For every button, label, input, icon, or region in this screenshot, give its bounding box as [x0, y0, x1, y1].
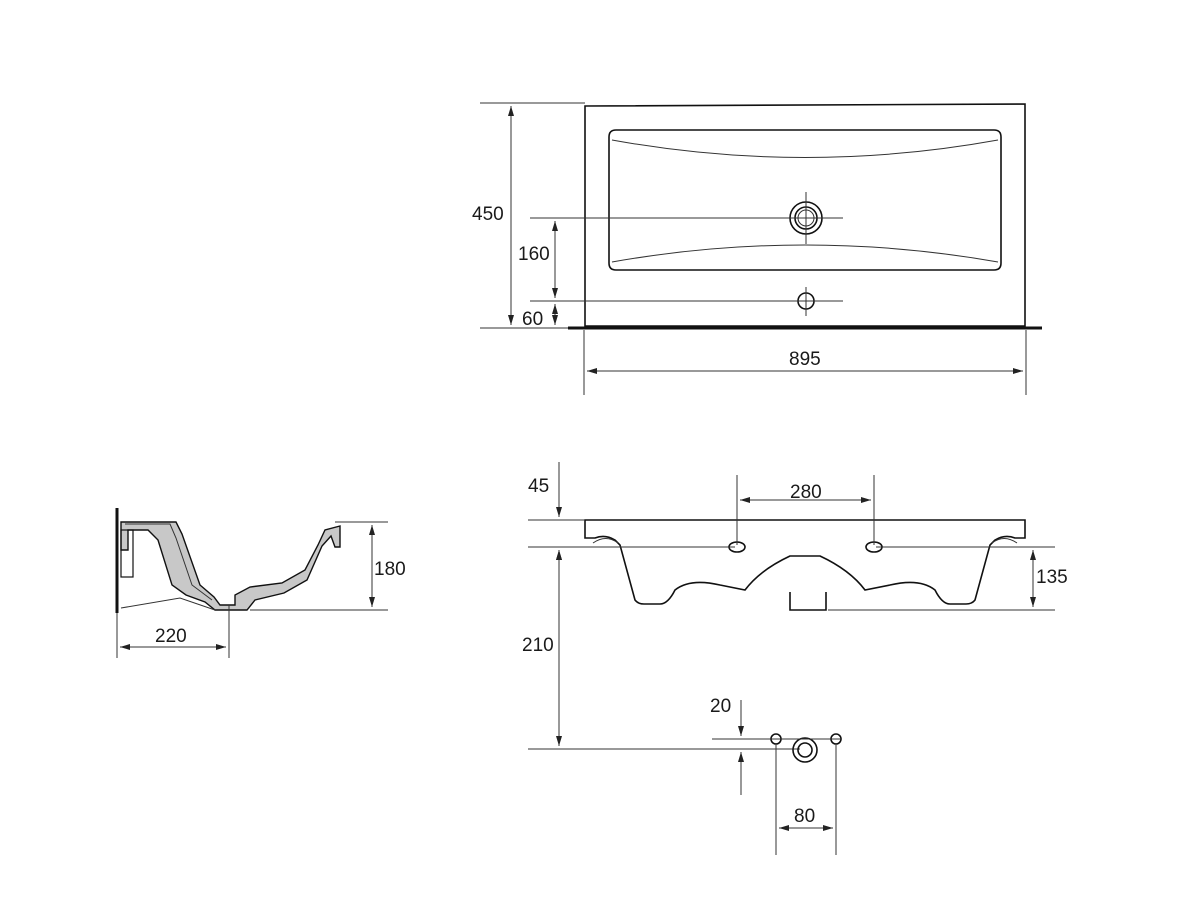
dim-label-80: 80 — [794, 806, 815, 827]
front-view: 45 280 135 210 — [522, 462, 1068, 750]
side-section: 180 220 — [115, 508, 406, 658]
dim-label-20: 20 — [710, 696, 731, 717]
top-view: 450 160 60 895 — [472, 102, 1042, 395]
dim-label-180: 180 — [374, 559, 406, 580]
bowl-back-curve — [611, 139, 999, 158]
section-underside — [120, 597, 216, 611]
dim-label-210: 210 — [522, 635, 554, 656]
front-outline — [584, 519, 1026, 605]
bowl-outline — [608, 129, 1002, 271]
dim-label-450: 450 — [472, 204, 504, 225]
dim-label-280: 280 — [790, 482, 822, 503]
drain-outlet — [792, 737, 818, 763]
dim-label-45: 45 — [528, 476, 549, 497]
front-inner-lip-right — [991, 538, 1018, 544]
section-inner — [125, 523, 213, 601]
dim-label-895: 895 — [789, 349, 821, 370]
dim-label-135: 135 — [1036, 567, 1068, 588]
dim-label-220: 220 — [155, 626, 187, 647]
dim-label-160: 160 — [518, 244, 550, 265]
basin-outline-top — [584, 103, 1026, 327]
bowl-front-curve — [611, 244, 999, 263]
section-profile — [120, 521, 341, 611]
drain-spout — [789, 592, 827, 611]
front-inner-lip-left — [592, 538, 619, 544]
fixing-detail: 20 80 — [710, 696, 842, 855]
dim-label-60: 60 — [522, 309, 543, 330]
